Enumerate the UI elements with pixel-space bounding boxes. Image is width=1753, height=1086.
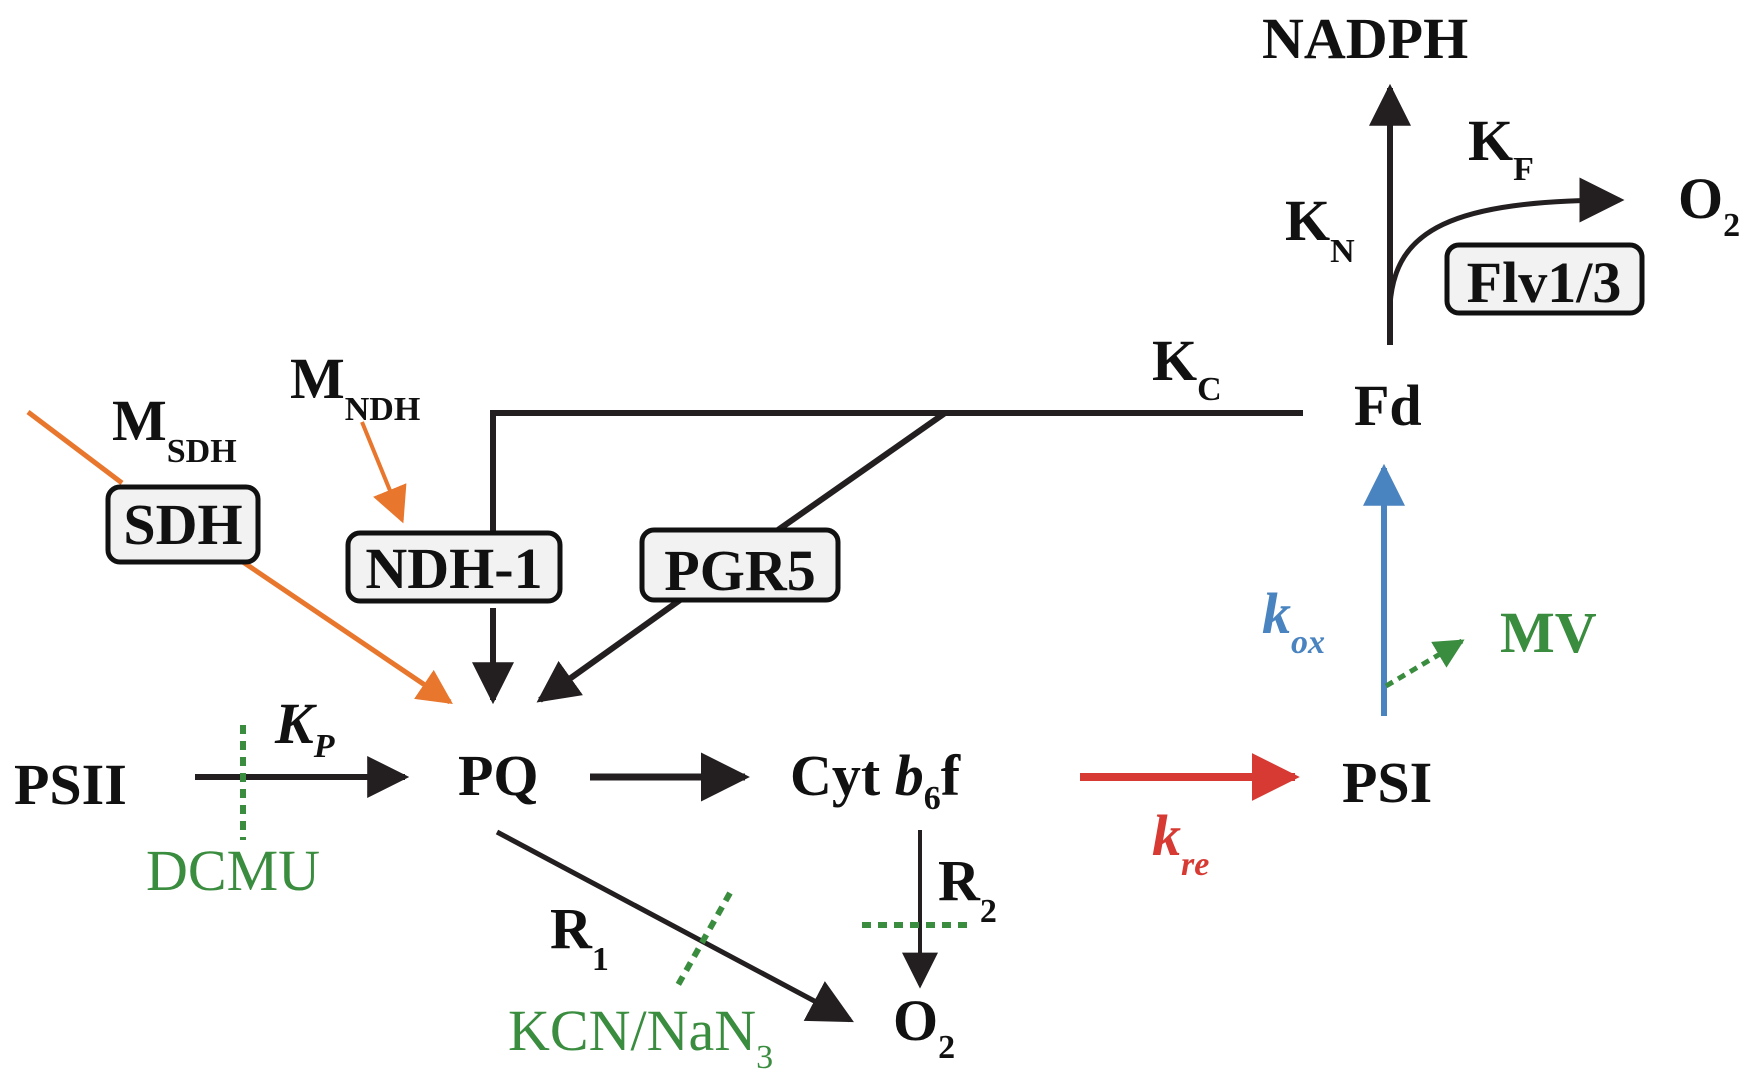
k-f-label: KF	[1468, 108, 1534, 188]
k-p-label: KP	[274, 691, 335, 765]
sdh-to-pq-arrow	[238, 557, 453, 705]
fd-to-o2-flv-arrow	[1387, 177, 1625, 306]
flv-box: Flv1/3	[1444, 242, 1645, 316]
dcmu-label: DCMU	[146, 838, 320, 903]
k-n-label: KN	[1285, 188, 1355, 270]
pq-label: PQ	[458, 743, 539, 808]
m-ndh-label: MNDH	[290, 346, 420, 428]
o2-flv-label: O2	[1678, 166, 1740, 244]
fd-label: Fd	[1354, 373, 1422, 438]
k-ox-label: kox	[1262, 581, 1325, 661]
mv-label: MV	[1500, 600, 1597, 665]
r2-label: R2	[938, 848, 997, 930]
pq-to-o2-r1-arrow	[495, 829, 854, 1023]
pgr5-path-line-upper	[776, 410, 947, 533]
ndh-label: NDH-1	[365, 536, 542, 601]
psii-label: PSII	[14, 752, 127, 817]
pgr5-label: PGR5	[664, 538, 815, 603]
ndh-box: NDH-1	[345, 530, 563, 604]
sdh-path-line-upper	[26, 410, 124, 485]
flv-label: Flv1/3	[1467, 250, 1622, 315]
kcn-nan3-label: KCN/NaN3	[508, 998, 773, 1076]
o2-resp-label: O2	[893, 988, 955, 1066]
nadph-label: NADPH	[1262, 6, 1468, 71]
sdh-label: SDH	[123, 492, 242, 557]
mndh-to-ndh-arrow	[360, 421, 407, 524]
k-re-label: kre	[1152, 803, 1209, 883]
mv-dashed-arrow	[1384, 638, 1465, 689]
pgr5-to-pq-arrow	[536, 597, 682, 703]
kcn-block-line	[675, 891, 733, 987]
m-sdh-label: MSDH	[112, 388, 237, 470]
r1-label: R1	[550, 896, 609, 978]
k-c-label: KC	[1152, 328, 1222, 408]
psi-label: PSI	[1342, 750, 1432, 815]
cyt-b6f-label: Cyt b6f	[790, 743, 961, 817]
pgr5-box: PGR5	[639, 527, 841, 603]
sdh-box: SDH	[105, 484, 261, 565]
